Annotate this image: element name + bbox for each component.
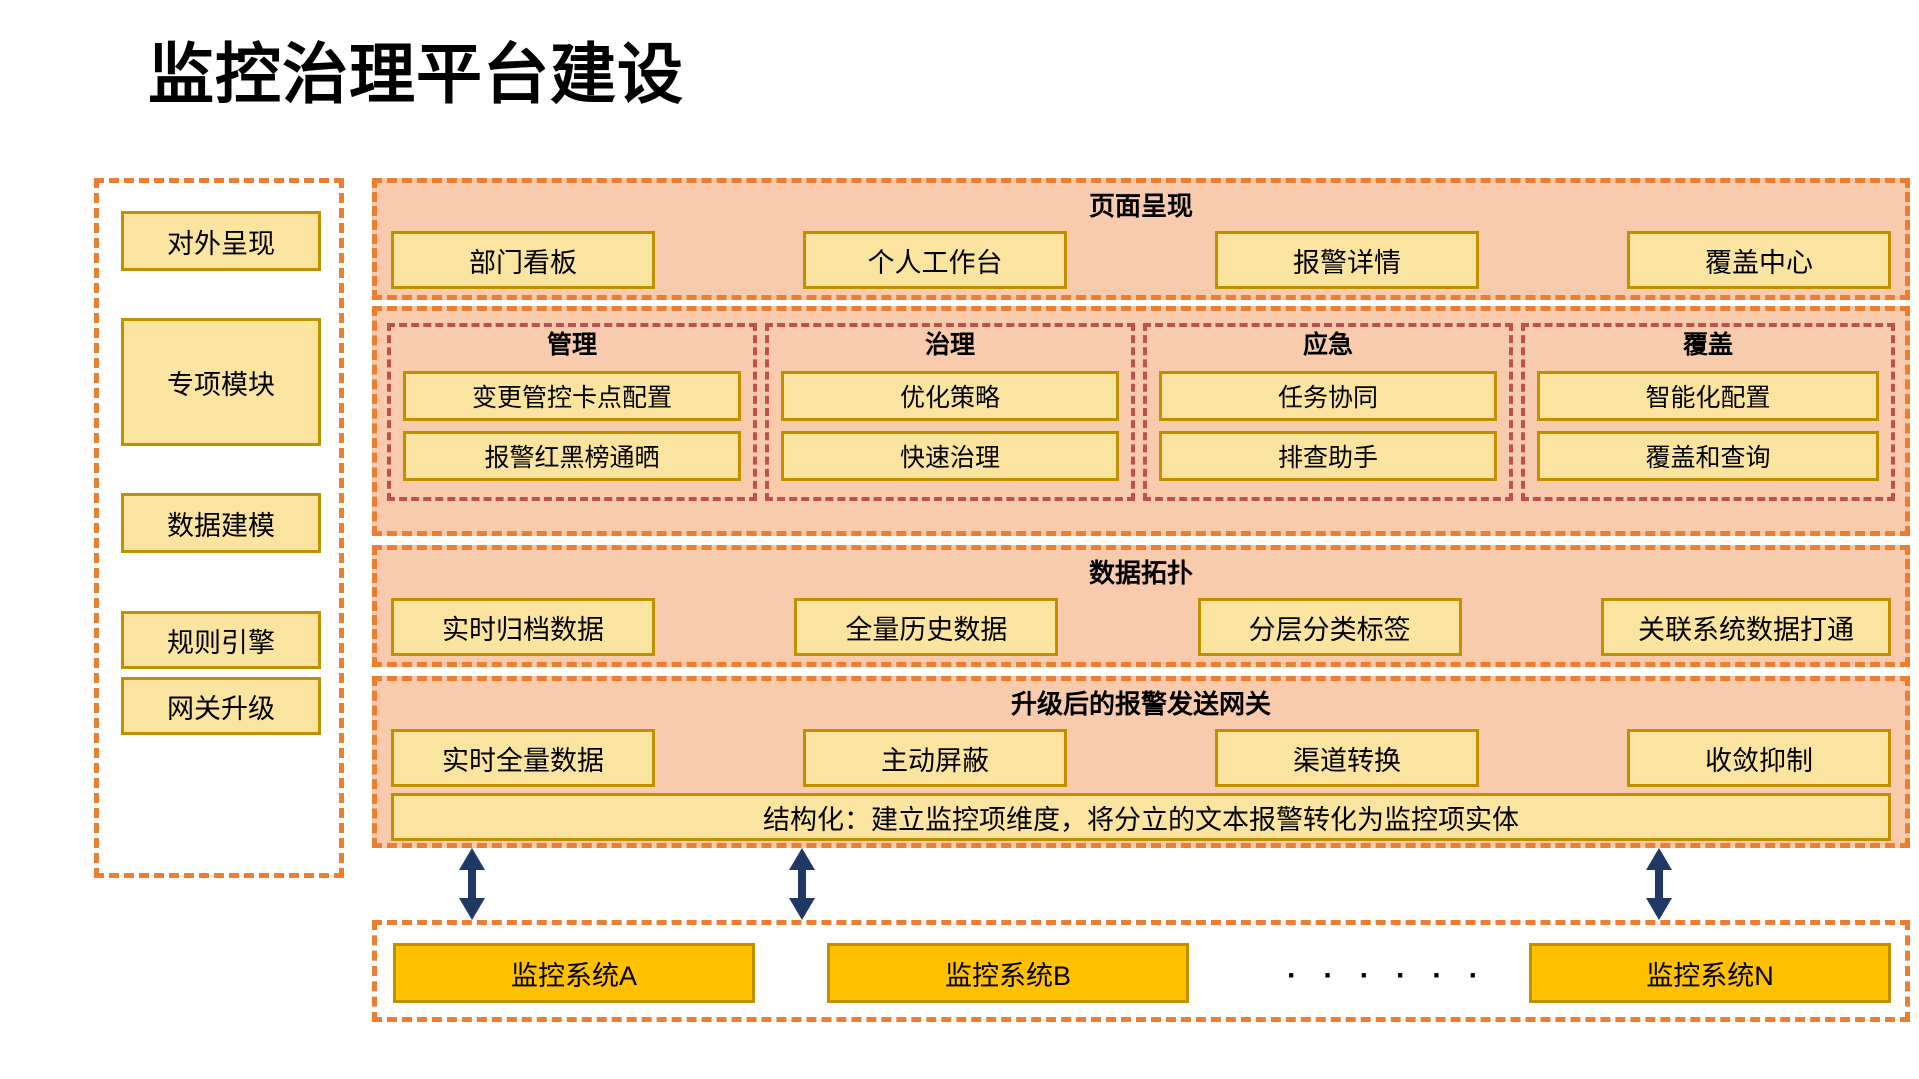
sidebar-item-gateway-upgrade[interactable]: 网关升级	[121, 677, 321, 735]
subgroup-coverage: 覆盖 智能化配置 覆盖和查询	[1521, 323, 1895, 501]
layer-presentation-title: 页面呈现	[1088, 191, 1193, 221]
sidebar-item-label: 专项模块	[167, 369, 275, 400]
topology-cell-row: 实时归档数据 全量历史数据 分层分类标签 关联系统数据打通	[391, 598, 1891, 656]
presentation-cell-row: 部门看板 个人工作台 报警详情 覆盖中心	[391, 231, 1891, 289]
layer-alarm-gateway-title: 升级后的报警发送网关	[1010, 689, 1271, 719]
cell-full-historical-data[interactable]: 全量历史数据	[794, 598, 1059, 656]
systems-ellipsis: · · · · · ·	[1287, 959, 1488, 992]
layer-alarm-gateway: 升级后的报警发送网关 实时全量数据 主动屏蔽 渠道转换 收敛抑制 结构化：建立监…	[372, 676, 1910, 848]
cell-hierarchical-classification-tags[interactable]: 分层分类标签	[1197, 598, 1462, 656]
layer-data-topology: 数据拓扑 实时归档数据 全量历史数据 分层分类标签 关联系统数据打通	[372, 545, 1910, 667]
system-label: 监控系统B	[944, 960, 1071, 991]
system-label: 监控系统A	[510, 960, 637, 991]
sidebar-item-label: 对外呈现	[167, 228, 275, 259]
cell-optimization-strategy[interactable]: 优化策略	[781, 371, 1119, 421]
gateway-cell-row: 实时全量数据 主动屏蔽 渠道转换 收敛抑制	[391, 729, 1891, 787]
cell-label: 结构化：建立监控项维度，将分立的文本报警转化为监控项实体	[763, 804, 1519, 835]
cell-label: 全量历史数据	[845, 614, 1008, 645]
cell-linked-system-data-integration[interactable]: 关联系统数据打通	[1600, 598, 1891, 656]
layer-specialized-modules: 管理 变更管控卡点配置 报警红黑榜通晒 治理 优化策略 快速治理 应急 任务协同	[372, 306, 1910, 536]
subgroup-management: 管理 变更管控卡点配置 报警红黑榜通晒	[387, 323, 757, 501]
cell-coverage-and-query[interactable]: 覆盖和查询	[1537, 431, 1879, 481]
cell-label: 任务协同	[1277, 384, 1378, 412]
system-box-n[interactable]: 监控系统N	[1529, 943, 1891, 1003]
arrow-to-system-n	[1646, 848, 1672, 920]
subgroup-governance: 治理 优化策略 快速治理	[765, 323, 1135, 501]
subgroup-governance-title: 治理	[924, 331, 975, 359]
arrow-to-system-b	[789, 848, 815, 920]
cell-convergence-throttling[interactable]: 收敛抑制	[1627, 729, 1891, 787]
cell-change-control-checkpoint-config[interactable]: 变更管控卡点配置	[403, 371, 741, 421]
subgroup-emergency-title: 应急	[1302, 331, 1353, 359]
cell-task-collaboration[interactable]: 任务协同	[1159, 371, 1497, 421]
cell-structured-monitoring-entity[interactable]: 结构化：建立监控项维度，将分立的文本报警转化为监控项实体	[391, 793, 1891, 841]
cell-label: 关联系统数据打通	[1637, 614, 1854, 645]
layer-monitoring-systems: 监控系统A 监控系统B · · · · · · 监控系统N	[372, 920, 1910, 1022]
subgroup-management-title: 管理	[546, 331, 597, 359]
cell-label: 报警红黑榜通晒	[484, 444, 660, 472]
cell-coverage-center[interactable]: 覆盖中心	[1627, 231, 1891, 289]
system-label: 监控系统N	[1646, 960, 1774, 991]
subgroup-emergency: 应急 任务协同 排查助手	[1143, 323, 1513, 501]
cell-label: 收敛抑制	[1705, 745, 1813, 776]
page-title: 监控治理平台建设	[148, 37, 684, 111]
cell-label: 覆盖和查询	[1645, 444, 1771, 472]
cell-label: 实时归档数据	[442, 614, 604, 645]
cell-intelligent-configuration[interactable]: 智能化配置	[1537, 371, 1879, 421]
sidebar-item-label: 数据建模	[167, 510, 275, 541]
layer-label-sidebar: 对外呈现 专项模块 数据建模 规则引擎 网关升级	[94, 178, 344, 878]
arrow-to-system-a	[459, 848, 485, 920]
cell-label: 部门看板	[469, 247, 577, 278]
cell-label: 快速治理	[899, 444, 1000, 472]
cell-label: 覆盖中心	[1705, 247, 1813, 278]
cell-label: 变更管控卡点配置	[471, 384, 672, 412]
cell-fast-governance[interactable]: 快速治理	[781, 431, 1119, 481]
cell-personal-workbench[interactable]: 个人工作台	[803, 231, 1067, 289]
sidebar-item-rule-engine[interactable]: 规则引擎	[121, 611, 321, 669]
cell-label: 报警详情	[1293, 247, 1401, 278]
cell-active-suppression[interactable]: 主动屏蔽	[803, 729, 1067, 787]
cell-alarm-detail[interactable]: 报警详情	[1215, 231, 1479, 289]
cell-label: 排查助手	[1277, 444, 1378, 472]
layer-data-topology-title: 数据拓扑	[1088, 558, 1193, 588]
sidebar-item-modeling[interactable]: 数据建模	[121, 493, 321, 553]
sidebar-item-label: 网关升级	[167, 693, 275, 724]
cell-department-board[interactable]: 部门看板	[391, 231, 655, 289]
subgroup-coverage-title: 覆盖	[1682, 331, 1733, 359]
cell-troubleshooting-assistant[interactable]: 排查助手	[1159, 431, 1497, 481]
cell-realtime-full-data[interactable]: 实时全量数据	[391, 729, 655, 787]
cell-label: 分层分类标签	[1248, 614, 1411, 645]
system-box-b2[interactable]: 监控系统B	[827, 943, 1189, 1003]
sidebar-item-presentation[interactable]: 对外呈现	[121, 211, 321, 271]
cell-label: 实时全量数据	[442, 745, 604, 776]
sidebar-item-label: 规则引擎	[167, 627, 275, 658]
cell-alarm-ranking-exposure[interactable]: 报警红黑榜通晒	[403, 431, 741, 481]
cell-label: 渠道转换	[1293, 745, 1401, 776]
cell-channel-conversion[interactable]: 渠道转换	[1215, 729, 1479, 787]
cell-label: 个人工作台	[867, 247, 1003, 278]
cell-label: 主动屏蔽	[881, 745, 989, 776]
sidebar-item-modules[interactable]: 专项模块	[121, 318, 321, 446]
cell-label: 优化策略	[899, 384, 1000, 412]
cell-label: 智能化配置	[1645, 384, 1771, 412]
cell-realtime-archived-data[interactable]: 实时归档数据	[391, 598, 655, 656]
system-box-a[interactable]: 监控系统A	[393, 943, 755, 1003]
layer-presentation: 页面呈现 部门看板 个人工作台 报警详情 覆盖中心	[372, 178, 1910, 300]
